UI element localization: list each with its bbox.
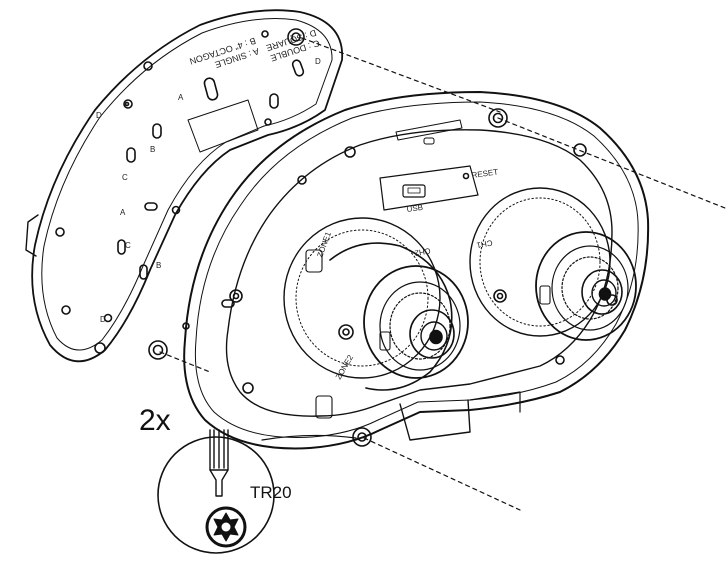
torx-callout [157, 429, 357, 554]
usb-port-icon [402, 184, 426, 198]
camera-housing: USB RESET CH2 [183, 91, 650, 450]
screw-quantity: 2x [139, 404, 171, 437]
lens-ch2: CH2 [283, 217, 469, 391]
plate-letter-C: C [122, 173, 128, 182]
alignment-lines [159, 37, 726, 511]
torx-star-icon [205, 506, 247, 548]
zone1-label: ZONE1 [315, 230, 333, 259]
torx-bit-icon [209, 429, 229, 497]
plate-letter-C-2: C [125, 241, 131, 250]
plate-letter-D-2: D [315, 57, 321, 66]
plate-letter-B: B [150, 145, 155, 154]
lens-ch1-label: CH1 [475, 238, 493, 250]
plate-letter-D: D [96, 111, 102, 120]
plate-letter-B-2: B [156, 261, 161, 270]
plate-letter-A: A [178, 93, 184, 102]
usb-label: USB [406, 203, 424, 214]
reset-label: RESET [471, 167, 499, 180]
lens-ch2-label: CH2 [413, 246, 431, 258]
reset-button-icon [462, 172, 470, 180]
lens-ch1: CH1 [469, 187, 637, 341]
torx-bit-size: TR20 [250, 483, 292, 502]
hole-pattern-legend: A : SINGLE B : 4" OCTAGON C : DOUBLE D :… [188, 28, 321, 70]
plate-letter-D-3: D [100, 315, 106, 324]
plate-letter-A-2: A [120, 208, 126, 217]
